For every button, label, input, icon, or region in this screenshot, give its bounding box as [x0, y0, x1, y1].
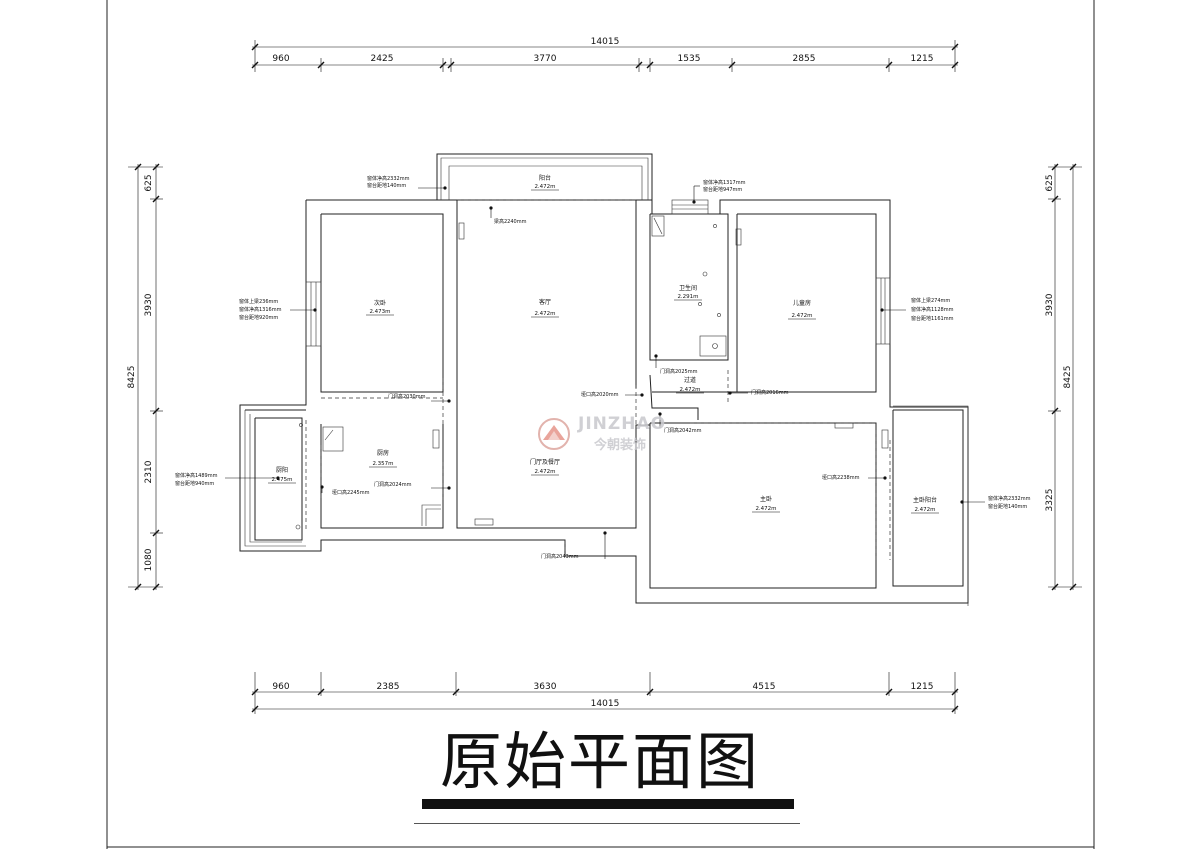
note-bedroom2-window-height: 窗体净高1316mm [239, 306, 282, 313]
bottom-dimension-line [251, 672, 959, 714]
note-bedroom2-window-beam: 窗体上梁236mm [239, 298, 278, 305]
right-dimension-3: 3325 [1045, 489, 1055, 512]
watermark-logo-icon [538, 418, 570, 450]
left-dimension-line [128, 163, 163, 591]
top-dimension-5: 2855 [793, 54, 816, 64]
room-level-living-room: 2.472m [534, 311, 555, 317]
kitchen-fixtures [322, 426, 441, 526]
right-total-dimension: 8425 [1063, 366, 1073, 389]
note-balcony-window-height: 窗体净高2332mm [367, 175, 410, 182]
note-master-balcony-window: 窗体净高2332mm [988, 495, 1031, 502]
balcony-outline [436, 153, 653, 201]
top-dimension-3: 3770 [534, 54, 557, 64]
top-dimension-1: 960 [272, 54, 289, 64]
note-door-bath: 门洞高2025mm [660, 368, 698, 375]
room-name-kitchen-balcony: 厨阳 [276, 466, 288, 474]
bottom-dimension-3: 3630 [534, 682, 557, 692]
title-underline-bar [422, 799, 794, 809]
room-level-kitchen-balcony: 2.475m [271, 477, 292, 483]
room-name-kitchen: 厨房 [377, 449, 389, 457]
note-door-master-entry: 门洞高2042mm [664, 427, 702, 434]
kitchen-balcony-rails [244, 410, 306, 547]
top-dimension-line [251, 40, 959, 72]
bottom-dimension-1: 960 [272, 682, 289, 692]
room-level-kitchen: 2.357m [372, 461, 393, 467]
left-dimension-4: 1080 [144, 548, 154, 571]
room-level-second-bedroom: 2.473m [369, 309, 390, 315]
room-level-foyer-dining: 2.472m [534, 469, 555, 475]
right-dimension-line [1048, 163, 1082, 591]
note-master-balcony-sill: 窗台距地140mm [988, 503, 1027, 510]
radiators [432, 222, 889, 526]
top-total-dimension: 14015 [591, 37, 620, 47]
windows [305, 199, 891, 347]
room-name-foyer-dining: 门厅及餐厅 [530, 458, 560, 466]
master-balcony-rails [875, 405, 969, 606]
note-door-kids: 门洞高2016mm [751, 389, 789, 396]
note-kitchen-balcony-window: 窗体净高1489mm [175, 472, 218, 479]
drawing-title: 原始平面图 [439, 725, 760, 798]
room-name-master-balcony: 主卧阳台 [913, 496, 937, 504]
room-name-kids-room: 儿童房 [793, 299, 811, 307]
room-level-corridor: 2.472m [679, 387, 700, 393]
right-dimension-1: 625 [1045, 174, 1055, 191]
room-level-kids-room: 2.472m [791, 313, 812, 319]
bottom-dimension-5: 1215 [911, 682, 934, 692]
note-door-corridor: 垭口高2020mm [581, 391, 619, 398]
left-total-dimension: 8425 [127, 366, 137, 389]
room-name-corridor: 过道 [684, 376, 696, 384]
note-kids-window-height: 窗体净高1128mm [911, 306, 954, 313]
left-dimension-2: 3930 [144, 293, 154, 316]
room-name-second-bedroom: 次卧 [374, 299, 386, 307]
top-dimension-4: 1535 [678, 54, 701, 64]
left-dimension-1: 625 [144, 174, 154, 191]
note-kitchen-balcony-sill: 窗台距地940mm [175, 480, 214, 487]
bottom-total-dimension: 14015 [591, 699, 620, 709]
top-dimension-6: 1215 [911, 54, 934, 64]
watermark-brand-cn: 今朝装饰 [594, 438, 647, 453]
bottom-dimension-4: 4515 [753, 682, 776, 692]
note-balcony-sill: 窗台距地140mm [367, 182, 406, 189]
note-door-kitchen: 门洞高2024mm [374, 481, 412, 488]
note-kitchen-opening: 垭口高2245mm [332, 489, 370, 496]
note-bedroom2-sill: 窗台距地920mm [239, 314, 278, 321]
watermark-brand: JINZHAO [578, 414, 667, 434]
room-name-master-bedroom: 主卧 [760, 495, 772, 503]
note-kids-sill: 窗台距地1161mm [911, 315, 954, 322]
left-dimension-3: 2310 [144, 460, 154, 483]
room-name-balcony: 阳台 [539, 174, 551, 182]
right-dimension-2: 3930 [1045, 293, 1055, 316]
note-door-entrance: 门洞高2043mm [541, 553, 579, 560]
note-door-bedroom2: 门洞高2030mm [388, 393, 426, 400]
annotation-leaders [225, 185, 985, 559]
note-bath-sill: 窗台距地947mm [703, 186, 742, 193]
note-beam-height: 梁高2240mm [494, 218, 527, 225]
room-name-living-room: 客厅 [539, 298, 551, 306]
note-master-opening: 垭口高2238mm [822, 474, 860, 481]
bottom-dimension-2: 2385 [377, 682, 400, 692]
title-underline-thin [414, 823, 800, 824]
exterior-walls [239, 199, 969, 604]
bathroom-fixtures [295, 215, 727, 530]
room-level-master-balcony: 2.472m [914, 507, 935, 513]
room-name-bathroom: 卫生间 [679, 284, 697, 292]
room-level-balcony: 2.472m [534, 184, 555, 190]
note-bath-window-height: 窗体净高1317mm [703, 179, 746, 186]
note-kids-window-beam: 窗体上梁274mm [911, 297, 950, 304]
room-level-bathroom: 2.291m [677, 294, 698, 300]
room-level-master-bedroom: 2.472m [755, 506, 776, 512]
top-dimension-2: 2425 [371, 54, 394, 64]
